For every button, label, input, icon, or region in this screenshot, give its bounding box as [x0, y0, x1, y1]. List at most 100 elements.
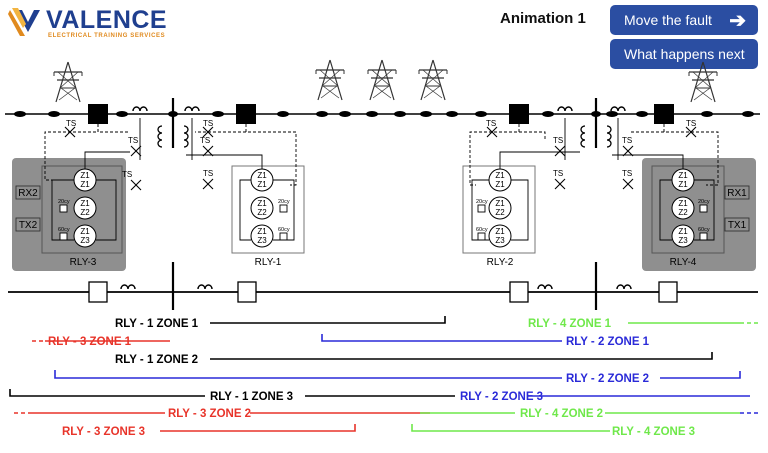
svg-text:TS: TS	[686, 119, 696, 128]
svg-text:Z2: Z2	[80, 208, 90, 217]
zone-labels: RLY - 1 ZONE 1 RLY - 4 ZONE 1 RLY - 3 ZO…	[48, 318, 695, 438]
bottom-breakers	[88, 281, 678, 303]
transmission-tower-icon	[688, 61, 718, 103]
circuit-breaker-icon	[654, 104, 674, 124]
svg-text:Z2: Z2	[678, 208, 688, 217]
svg-text:TS: TS	[486, 119, 496, 128]
trip-circuits	[44, 124, 719, 186]
move-fault-label: Move the fault	[624, 12, 712, 28]
svg-text:RX2: RX2	[18, 188, 38, 199]
svg-text:Z1: Z1	[80, 227, 90, 236]
arrow-right-icon: ➔	[729, 10, 746, 32]
brand-name: VALENCE	[46, 6, 168, 34]
svg-text:RLY - 4 ZONE 3: RLY - 4 ZONE 3	[612, 426, 695, 438]
relay-elements	[73, 168, 695, 248]
svg-text:TS: TS	[128, 136, 138, 145]
what-happens-next-button[interactable]: What happens next	[610, 39, 758, 69]
svg-text:RLY - 3 ZONE 1: RLY - 3 ZONE 1	[48, 336, 132, 348]
svg-text:Z1: Z1	[495, 227, 505, 236]
svg-text:Z3: Z3	[678, 236, 688, 245]
svg-text:Z2: Z2	[495, 208, 505, 217]
svg-text:60cy: 60cy	[58, 227, 70, 233]
timer-boxes	[59, 204, 708, 241]
svg-text:Z1: Z1	[257, 227, 267, 236]
svg-text:Z1: Z1	[678, 227, 688, 236]
svg-text:RLY - 2 ZONE 1: RLY - 2 ZONE 1	[566, 336, 650, 348]
svg-text:Z2: Z2	[257, 208, 267, 217]
svg-text:RLY - 3 ZONE 3: RLY - 3 ZONE 3	[62, 426, 145, 438]
svg-text:TS: TS	[200, 136, 210, 145]
svg-text:RLY - 4 ZONE 1: RLY - 4 ZONE 1	[528, 318, 612, 330]
relay-3-shade	[12, 158, 126, 271]
svg-text:TS: TS	[122, 170, 132, 179]
svg-text:RLY-3: RLY-3	[70, 257, 97, 268]
svg-text:RLY - 1 ZONE 3: RLY - 1 ZONE 3	[210, 391, 293, 403]
transmission-tower-icon	[315, 59, 345, 101]
svg-text:RLY-2: RLY-2	[487, 257, 514, 268]
svg-text:TS: TS	[553, 169, 563, 178]
circuit-breaker-icon	[236, 104, 256, 124]
vertical-buses	[171, 98, 598, 310]
svg-text:TX2: TX2	[19, 220, 38, 231]
svg-text:RLY - 2 ZONE 3: RLY - 2 ZONE 3	[460, 391, 543, 403]
svg-text:RLY - 1 ZONE 2: RLY - 1 ZONE 2	[115, 354, 198, 366]
svg-text:Z1: Z1	[495, 180, 505, 189]
svg-text:Z1: Z1	[257, 199, 267, 208]
current-transformer-icon	[610, 106, 626, 112]
svg-text:RLY - 2 ZONE 2: RLY - 2 ZONE 2	[566, 373, 649, 385]
svg-text:Z1: Z1	[80, 199, 90, 208]
circuit-breaker-icon	[509, 104, 529, 124]
svg-text:RX1: RX1	[727, 188, 747, 199]
transmission-tower-icon	[367, 59, 397, 101]
svg-text:Z1: Z1	[80, 171, 90, 180]
svg-text:Z1: Z1	[678, 180, 688, 189]
svg-text:Z1: Z1	[495, 199, 505, 208]
move-fault-button[interactable]: Move the fault ➔	[610, 5, 758, 35]
svg-text:Z1: Z1	[257, 180, 267, 189]
svg-text:Z3: Z3	[80, 236, 90, 245]
what-happens-next-label: What happens next	[624, 46, 745, 62]
current-transformer-icon	[120, 284, 136, 290]
current-transformer-icon	[184, 106, 200, 112]
animation-title: Animation 1	[500, 10, 586, 27]
transmission-tower-icon	[418, 59, 448, 101]
svg-text:TS: TS	[203, 169, 213, 178]
current-transformer-icon	[557, 106, 573, 112]
relay-name-labels: RLY-3 RLY-1 RLY-2 RLY-4	[70, 257, 697, 268]
svg-text:TS: TS	[66, 119, 76, 128]
voltage-transformers	[157, 125, 612, 148]
logo-emblem-icon	[8, 8, 40, 36]
svg-text:20cy: 20cy	[698, 199, 710, 205]
svg-text:Z1: Z1	[495, 171, 505, 180]
svg-text:TS: TS	[622, 136, 632, 145]
zone-reach-lines	[9, 316, 760, 432]
comm-labels: RX2 TX2 RX1 TX1	[18, 188, 747, 231]
svg-text:TS: TS	[553, 136, 563, 145]
svg-text:RLY-4: RLY-4	[670, 257, 697, 268]
current-transformer-icon	[197, 284, 213, 290]
svg-text:60cy: 60cy	[698, 227, 710, 233]
svg-text:TX1: TX1	[728, 220, 747, 231]
svg-text:20cy: 20cy	[476, 199, 488, 205]
svg-text:RLY-1: RLY-1	[255, 257, 282, 268]
svg-text:TS: TS	[203, 119, 213, 128]
svg-text:Z1: Z1	[80, 180, 90, 189]
svg-text:20cy: 20cy	[278, 199, 290, 205]
current-transformer-icon	[616, 284, 632, 290]
valence-logo: VALENCE ELECTRICAL TRAINING SERVICES	[8, 6, 188, 40]
brand-tagline: ELECTRICAL TRAINING SERVICES	[48, 33, 166, 39]
svg-text:20cy: 20cy	[58, 199, 70, 205]
svg-text:RLY - 1 ZONE 1: RLY - 1 ZONE 1	[115, 318, 199, 330]
svg-text:RLY - 3 ZONE 2: RLY - 3 ZONE 2	[168, 408, 251, 420]
svg-text:60cy: 60cy	[278, 227, 290, 233]
relay-4-shade	[642, 158, 756, 271]
circuit-breaker-icon	[88, 104, 108, 124]
svg-text:Z1: Z1	[678, 171, 688, 180]
svg-text:Z3: Z3	[495, 236, 505, 245]
svg-text:60cy: 60cy	[476, 227, 488, 233]
svg-text:Z3: Z3	[257, 236, 267, 245]
timer-labels: 20cy 60cy 20cy 60cy 20cy 60cy 20cy 60cy	[58, 199, 710, 233]
current-transformer-icon	[537, 284, 553, 290]
